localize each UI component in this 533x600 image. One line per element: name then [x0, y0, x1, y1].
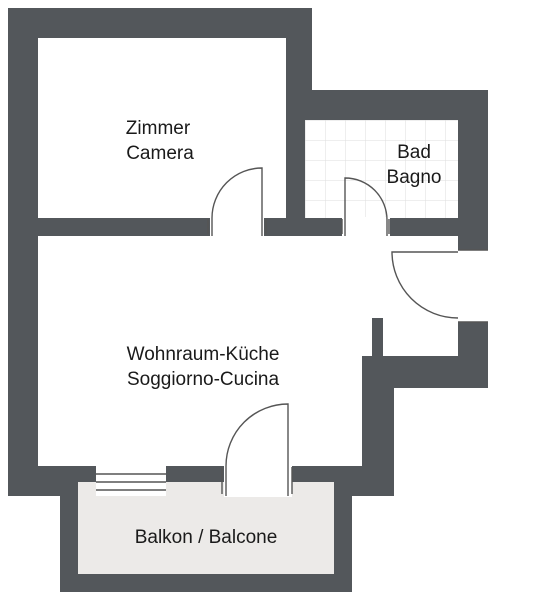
entrance-door-swing: [391, 251, 459, 319]
balcony-door-gap: [224, 465, 292, 497]
floors: [38, 38, 458, 574]
bath-door-gap: [342, 217, 390, 237]
bedroom-label-de: Zimmer: [126, 118, 191, 139]
entrance-door-gap: [456, 250, 490, 322]
bath-left-wall: [288, 104, 305, 218]
balcony-window: [96, 466, 166, 496]
bedroom-door-swing: [211, 167, 263, 236]
living-label-it: Soggiorno-Cucina: [127, 369, 280, 390]
bedroom-door-gap: [210, 217, 264, 237]
partition-wall: [38, 218, 338, 236]
bathroom-label-it: Bagno: [387, 167, 442, 188]
living-right-wall: [362, 356, 382, 468]
stub-wall: [372, 318, 383, 356]
balcony-door-swing: [225, 403, 289, 496]
bathroom-label-de: Bad: [397, 142, 431, 163]
bathroom-floor: [305, 120, 458, 218]
hall-floor-strip: [362, 236, 372, 356]
room-labels: Zimmer Camera Bad Bagno Wohnraum-Küche S…: [126, 118, 442, 548]
hall-floor: [300, 236, 458, 318]
door-swings: [96, 167, 488, 496]
balcony-floor: [78, 482, 334, 574]
niche-floor: [383, 318, 458, 356]
bath-lower-wall: [390, 218, 458, 236]
bedroom-floor: [38, 38, 286, 218]
living-label-de: Wohnraum-Küche: [127, 344, 280, 365]
bath-door-swing: [344, 177, 388, 236]
bedroom-label-it: Camera: [126, 143, 194, 164]
door-openings: [96, 217, 490, 497]
balcony-label: Balkon / Balcone: [135, 527, 278, 548]
